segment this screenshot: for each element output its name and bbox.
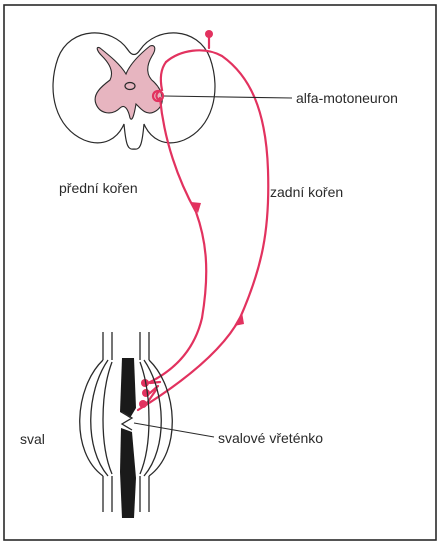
motoneuron-leader — [164, 96, 292, 98]
label-muscle: sval — [20, 431, 45, 447]
anterior-root-fiber — [146, 98, 206, 384]
dorsal-root-ganglion — [205, 30, 213, 38]
muscle-tendon-left — [103, 332, 112, 512]
label-posterior-root: zadní kořen — [270, 184, 343, 200]
muscle-spindle-upper — [120, 358, 136, 418]
label-muscle-spindle: svalové vřeténko — [218, 430, 323, 446]
muscle — [80, 332, 173, 518]
muscle-spindle-lower — [120, 428, 136, 518]
muscle-tendon-right — [140, 332, 149, 512]
spindle-leader — [134, 423, 214, 437]
motor-ending-2 — [142, 389, 150, 397]
figure-frame — [4, 5, 436, 540]
label-alpha-motoneuron: alfa-motoneuron — [296, 90, 398, 106]
label-anterior-root: přední kořen — [59, 180, 138, 196]
